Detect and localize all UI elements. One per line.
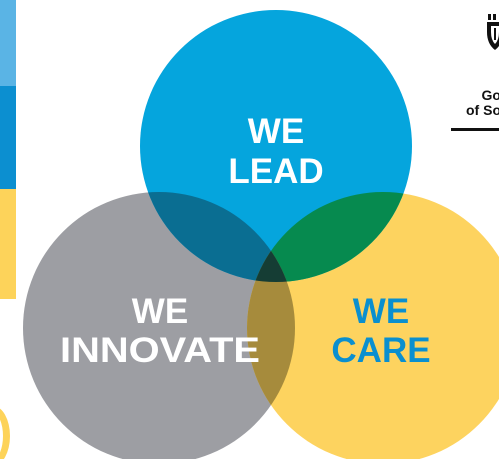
care-label-line1: WE [353,292,409,331]
logo-text-line2: of So [466,102,499,118]
government-logo: Go of So [439,0,499,140]
innovate-label-line2: INNOVATE [60,331,260,370]
innovate-label-line1: WE [132,292,188,331]
logo-underline [451,128,499,131]
side-color-bar-light-blue [0,0,16,86]
logo-text-line1: Go [481,87,499,103]
side-color-bar-yellow [0,189,16,299]
lead-label-line2: LEAD [228,152,323,191]
overlap-lead-care [247,192,412,282]
lead-label-line1: WE [248,112,304,151]
care-label-line2: CARE [331,331,430,370]
side-color-bar-blue [0,86,16,189]
coat-of-arms-icon [487,14,499,50]
overlap-lead-innovate [140,192,295,282]
